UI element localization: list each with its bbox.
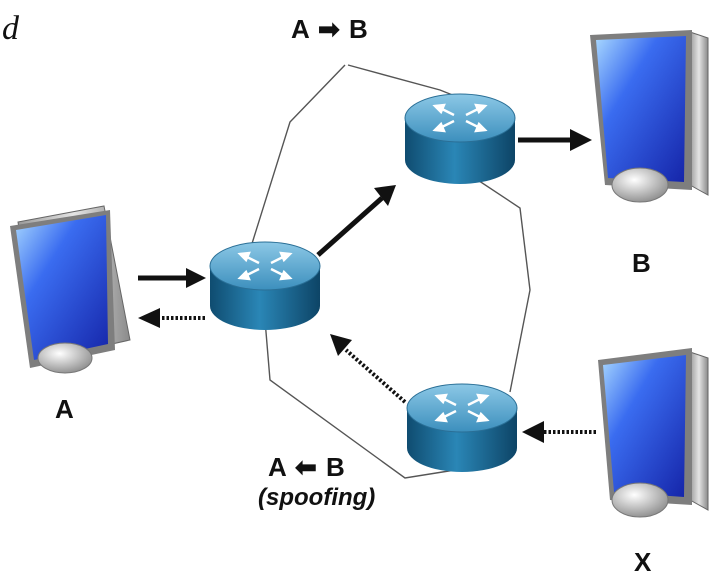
arrow-router-bottom-to-router-dotted bbox=[330, 334, 407, 404]
arrow-router-top-to-b bbox=[518, 129, 592, 151]
host-x-label: X bbox=[634, 547, 653, 577]
host-x-computer bbox=[598, 348, 709, 518]
flow-label-b-to-a: A ⬅ B bbox=[268, 452, 346, 482]
arrow-router-to-a-dotted bbox=[138, 308, 205, 328]
router-left bbox=[209, 241, 321, 330]
host-a-computer bbox=[10, 205, 131, 374]
router-top bbox=[404, 93, 516, 184]
arrow-router-to-router-top bbox=[316, 185, 396, 257]
host-a-label: A bbox=[55, 394, 75, 424]
spoofing-label: (spoofing) bbox=[258, 484, 376, 511]
arrow-a-to-router bbox=[138, 268, 206, 288]
host-b-computer bbox=[590, 30, 709, 203]
router-bottom bbox=[406, 383, 518, 472]
host-b-label: B bbox=[632, 248, 652, 278]
corner-letter: d bbox=[2, 10, 19, 47]
network-link-outline bbox=[249, 64, 531, 479]
flow-label-a-to-b: A ➡ B bbox=[291, 14, 369, 44]
arrow-x-to-router-dotted bbox=[522, 421, 596, 443]
